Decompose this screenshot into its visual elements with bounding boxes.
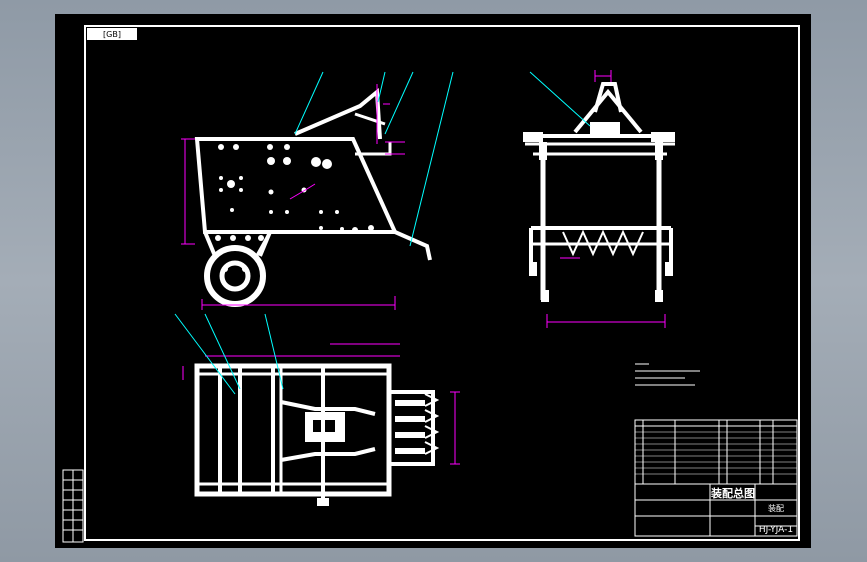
title-block <box>634 419 798 537</box>
drawing-title: 装配总图 <box>710 486 755 500</box>
plan-view <box>174 313 460 506</box>
end-view <box>523 70 675 328</box>
cad-drawing: [GB] <box>62 25 800 543</box>
title-tag-box <box>87 28 137 40</box>
drawing-sheet[interactable]: [GB] <box>55 14 811 548</box>
drawing-border <box>84 25 800 541</box>
technical-notes <box>635 363 700 386</box>
title-tag: [GB] <box>103 30 121 39</box>
material-cell: 装配 <box>768 503 784 513</box>
side-view <box>181 71 454 310</box>
drawing-number: HJ-YJA-1 <box>759 525 793 535</box>
parts-list-rows <box>635 431 797 475</box>
left-revision-strip <box>62 469 84 543</box>
